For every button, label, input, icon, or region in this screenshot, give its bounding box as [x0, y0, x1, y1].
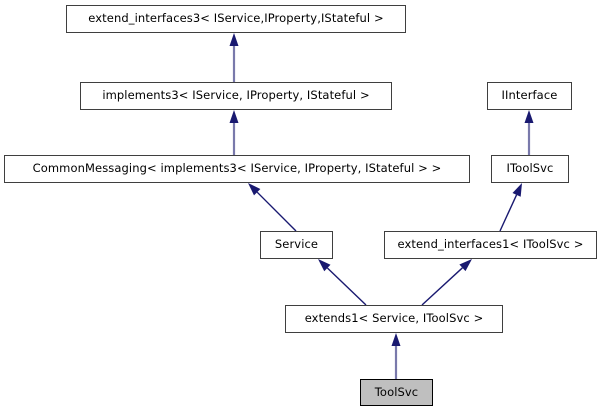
class-node-toolsvc[interactable]: ToolSvc — [360, 379, 433, 406]
class-node-label: IInterface — [501, 88, 558, 103]
class-node-label: extend_interfaces3< IService,IProperty,I… — [88, 11, 384, 26]
class-node-service[interactable]: Service — [260, 231, 333, 259]
arrowhead-icon — [248, 183, 261, 196]
arrowhead-icon — [512, 183, 522, 197]
class-node-label: implements3< IService, IProperty, IState… — [102, 88, 370, 103]
class-node-label: extend_interfaces1< IToolSvc > — [397, 237, 584, 252]
inheritance-edge — [524, 110, 534, 155]
arrowhead-icon — [524, 110, 534, 123]
inheritance-edge — [229, 110, 239, 155]
arrowhead-icon — [391, 333, 401, 346]
inheritance-edge — [318, 259, 367, 306]
class-node-extend_interfaces1[interactable]: extend_interfaces1< IToolSvc > — [384, 231, 597, 259]
inheritance-edge — [421, 259, 472, 306]
arrowhead-icon — [459, 259, 472, 272]
class-node-label: extends1< Service, IToolSvc > — [304, 311, 484, 326]
class-node-commonmessaging[interactable]: CommonMessaging< implements3< IService, … — [4, 155, 470, 183]
class-node-itoolsvc[interactable]: IToolSvc — [491, 155, 569, 183]
class-node-label: IToolSvc — [506, 161, 554, 176]
class-node-label: Service — [274, 237, 319, 252]
arrowhead-icon — [229, 33, 239, 46]
class-node-extend_interfaces3[interactable]: extend_interfaces3< IService,IProperty,I… — [66, 5, 406, 33]
inheritance-edge — [229, 33, 239, 82]
arrowhead-icon — [318, 259, 331, 272]
class-node-extends1[interactable]: extends1< Service, IToolSvc > — [285, 305, 503, 333]
class-node-label: ToolSvc — [374, 384, 419, 399]
inheritance-edge — [499, 183, 522, 232]
class-node-iinterface[interactable]: IInterface — [487, 82, 572, 110]
class-node-implements3[interactable]: implements3< IService, IProperty, IState… — [80, 82, 392, 110]
inheritance-edge — [248, 183, 297, 232]
inheritance-edge — [391, 333, 401, 379]
class-node-label: CommonMessaging< implements3< IService, … — [32, 161, 442, 176]
arrowhead-icon — [229, 110, 239, 123]
